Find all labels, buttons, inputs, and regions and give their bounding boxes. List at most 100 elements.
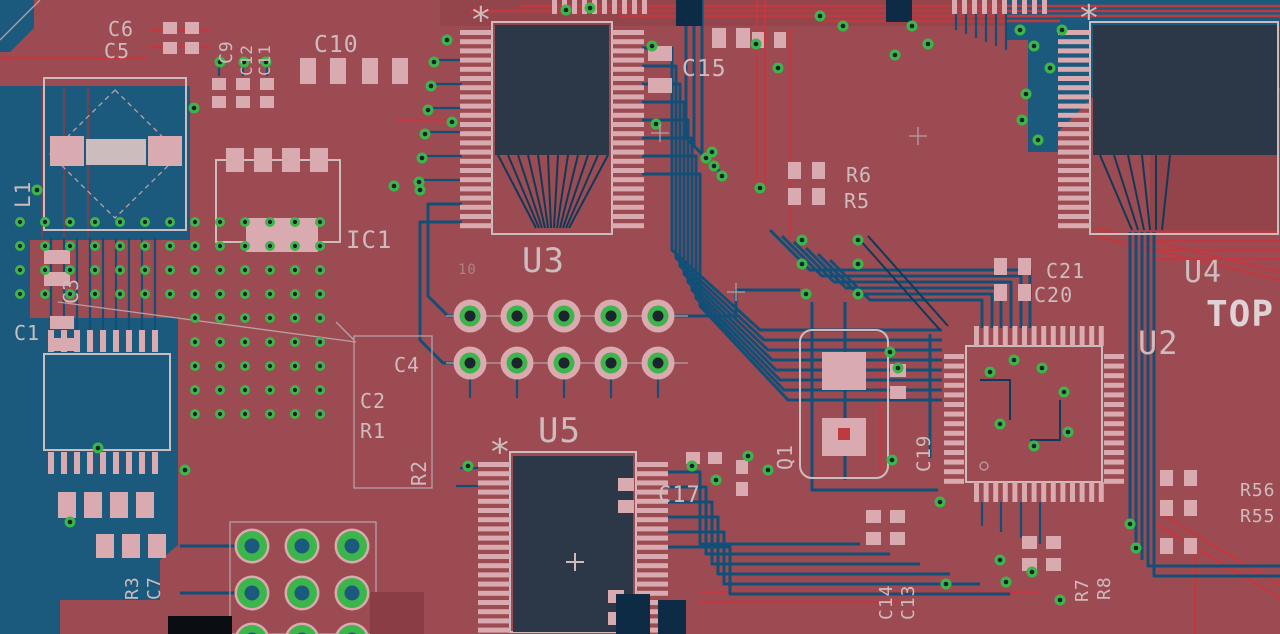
designator-u5[interactable]: U5 — [538, 411, 581, 451]
pin-pad[interactable] — [612, 168, 644, 173]
smd-pad[interactable] — [774, 32, 786, 48]
pin-pad[interactable] — [636, 489, 668, 495]
pin-pad[interactable] — [460, 131, 492, 137]
smd-pad[interactable] — [392, 58, 408, 84]
pin-pad[interactable] — [1002, 0, 1007, 14]
pin-pad[interactable] — [636, 600, 668, 605]
designator-c1[interactable]: C1 — [14, 321, 40, 345]
pin-pad[interactable] — [478, 462, 510, 467]
pin-pad[interactable] — [944, 450, 964, 455]
pin-pad[interactable] — [110, 492, 128, 518]
pin-pad[interactable] — [1089, 326, 1095, 346]
pin-pad[interactable] — [478, 471, 510, 477]
pin-pad[interactable] — [1104, 382, 1124, 388]
pin-pad[interactable] — [944, 392, 964, 398]
component-l1[interactable] — [43, 77, 187, 231]
pin-pad[interactable] — [1058, 112, 1090, 118]
pin-pad[interactable] — [58, 492, 76, 518]
pin-pad[interactable] — [622, 0, 627, 14]
pin-pad[interactable] — [1012, 482, 1018, 502]
pin-pad[interactable] — [1032, 0, 1037, 14]
designator-u3[interactable]: U3 — [522, 241, 565, 281]
component-top-right-ic[interactable] — [1089, 21, 1279, 235]
pin-pad[interactable] — [460, 204, 492, 210]
smd-pad[interactable] — [185, 42, 199, 54]
smd-pad[interactable] — [163, 42, 177, 54]
pin-pad[interactable] — [636, 554, 668, 559]
smd-pad[interactable] — [866, 532, 881, 545]
designator-c15[interactable]: C15 — [682, 56, 727, 82]
pin-pad[interactable] — [460, 57, 492, 63]
pin-pad[interactable] — [478, 627, 510, 633]
designator-c7[interactable]: C7 — [144, 576, 165, 600]
pin-pad[interactable] — [636, 498, 668, 504]
smd-pad[interactable] — [50, 316, 74, 329]
pin-pad[interactable] — [96, 534, 114, 558]
pin-pad[interactable] — [1022, 482, 1027, 502]
designator-r7[interactable]: R7 — [1072, 578, 1093, 602]
pin-pad[interactable] — [612, 76, 644, 81]
pin-pad[interactable] — [636, 544, 668, 550]
pin-pad[interactable] — [1079, 482, 1085, 502]
smd-pad[interactable] — [890, 532, 905, 545]
pin-pad[interactable] — [74, 330, 80, 352]
pin-pad[interactable] — [1104, 363, 1124, 369]
smd-pad[interactable] — [185, 22, 199, 34]
smd-pad[interactable] — [994, 284, 1007, 301]
pin-pad[interactable] — [1104, 430, 1124, 436]
pin-pad[interactable] — [478, 517, 510, 523]
smd-pad[interactable] — [1022, 536, 1037, 549]
designator-c11[interactable]: C11 — [255, 44, 274, 76]
pin-pad[interactable] — [944, 402, 964, 407]
designator-c5[interactable]: C5 — [104, 39, 130, 63]
smd-pad[interactable] — [618, 478, 634, 491]
pin-pad[interactable] — [61, 452, 67, 474]
pin-pad[interactable] — [478, 526, 510, 532]
pin-pad[interactable] — [944, 430, 964, 436]
pin-pad[interactable] — [1022, 326, 1027, 346]
smd-pad[interactable] — [994, 258, 1007, 275]
pin-pad[interactable] — [1104, 392, 1124, 398]
pin-pad[interactable] — [460, 30, 492, 35]
component-u1-soic[interactable] — [43, 353, 171, 451]
pin-pad[interactable] — [1089, 482, 1095, 502]
smd-pad[interactable] — [712, 28, 726, 48]
pin-pad[interactable] — [1104, 402, 1124, 407]
pin-pad[interactable] — [100, 452, 106, 474]
pin-pad[interactable] — [478, 535, 510, 541]
pin-pad[interactable] — [460, 158, 492, 164]
pin-pad[interactable] — [993, 326, 999, 346]
designator-ic1[interactable]: IC1 — [346, 226, 392, 254]
designator-c9[interactable]: C9 — [216, 40, 237, 64]
green-pad[interactable] — [237, 625, 267, 634]
pin-pad[interactable] — [478, 508, 510, 513]
pin-pad[interactable] — [642, 0, 647, 14]
pin-pad[interactable] — [460, 122, 492, 127]
designator-c3[interactable]: C3 — [59, 278, 83, 304]
pin-pad[interactable] — [572, 0, 577, 14]
pin-pad[interactable] — [1050, 482, 1056, 502]
pin-pad[interactable] — [1058, 186, 1090, 192]
smd-pad[interactable] — [148, 136, 182, 166]
smd-pad[interactable] — [736, 28, 750, 48]
pin-pad[interactable] — [1058, 94, 1090, 100]
pin-pad[interactable] — [983, 326, 989, 346]
pin-pad[interactable] — [944, 478, 964, 484]
pin-pad[interactable] — [1012, 326, 1018, 346]
smd-pad[interactable] — [1160, 538, 1173, 554]
designator-c19[interactable]: C19 — [913, 435, 935, 472]
pin-pad[interactable] — [982, 0, 987, 14]
pin-pad[interactable] — [992, 0, 997, 14]
smd-pad[interactable] — [1160, 500, 1173, 516]
smd-pad[interactable] — [212, 78, 226, 90]
smd-pad[interactable] — [1160, 470, 1173, 486]
pin-pad[interactable] — [84, 492, 102, 518]
smd-pad[interactable] — [300, 58, 316, 84]
designator-c6[interactable]: C6 — [108, 17, 134, 41]
pin-pad[interactable] — [1031, 482, 1037, 502]
pin-pad[interactable] — [113, 330, 119, 352]
pin-pad[interactable] — [612, 103, 644, 109]
pin-pad[interactable] — [1058, 204, 1090, 210]
pin-pad[interactable] — [612, 57, 644, 63]
